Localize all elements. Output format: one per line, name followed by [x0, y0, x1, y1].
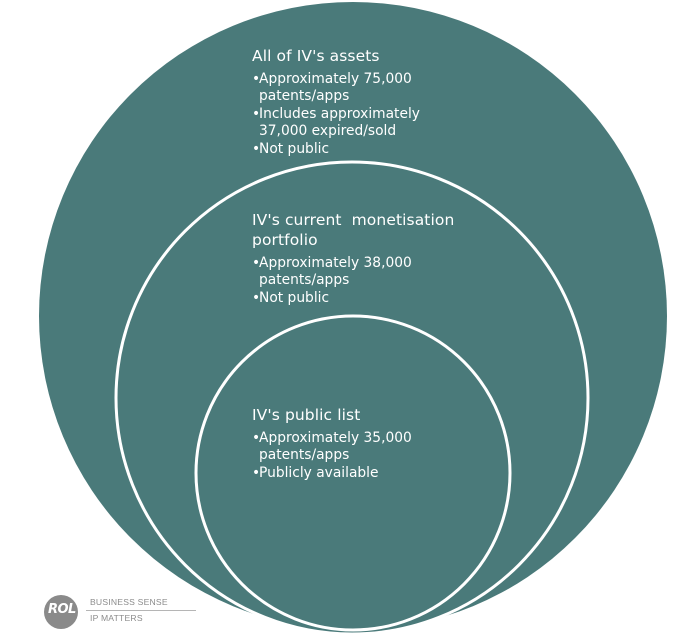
bullet-dot: • — [252, 255, 261, 271]
bullet-dot: • — [252, 106, 261, 122]
inner-circle-public-list — [194, 314, 512, 632]
inner-heading: IV's public list — [252, 406, 361, 424]
outer-circle-text: All of IV's assets •Approximately 75,000… — [252, 46, 452, 158]
outer-bullet-2: •Includes approximately 37,000 expired/s… — [252, 106, 420, 139]
bullet-dot: • — [252, 290, 261, 306]
outer-bullet-3: •Not public — [252, 141, 330, 157]
middle-bullet-1: •Approximately 38,000 patents/apps — [252, 255, 412, 288]
logo-tagline-business-sense: BUSINESS SENSE — [90, 597, 168, 607]
middle-bullet-2: •Not public — [252, 290, 330, 306]
inner-bullet-2: •Publicly available — [252, 465, 379, 481]
middle-circle-text: IV's current monetisation portfolio •App… — [252, 210, 492, 307]
inner-circle-text: IV's public list •Approximately 35,000 p… — [252, 405, 452, 482]
rol-logo: ROL BUSINESS SENSE IP MATTERS — [44, 595, 196, 629]
bullet-dot: • — [252, 465, 261, 481]
logo-divider — [86, 610, 196, 611]
middle-heading: IV's current monetisation portfolio — [252, 211, 455, 249]
bullet-dot: • — [252, 71, 261, 87]
outer-heading: All of IV's assets — [252, 47, 380, 65]
outer-bullet-1: •Approximately 75,000 patents/apps — [252, 71, 412, 104]
logo-tagline-ip-matters: IP MATTERS — [90, 613, 143, 623]
bullet-dot: • — [252, 141, 261, 157]
rol-logo-mark-text: ROL — [48, 602, 76, 617]
inner-bullet-1: •Approximately 35,000 patents/apps — [252, 430, 412, 463]
bullet-dot: • — [252, 430, 261, 446]
rol-logo-mark-icon — [44, 595, 78, 629]
